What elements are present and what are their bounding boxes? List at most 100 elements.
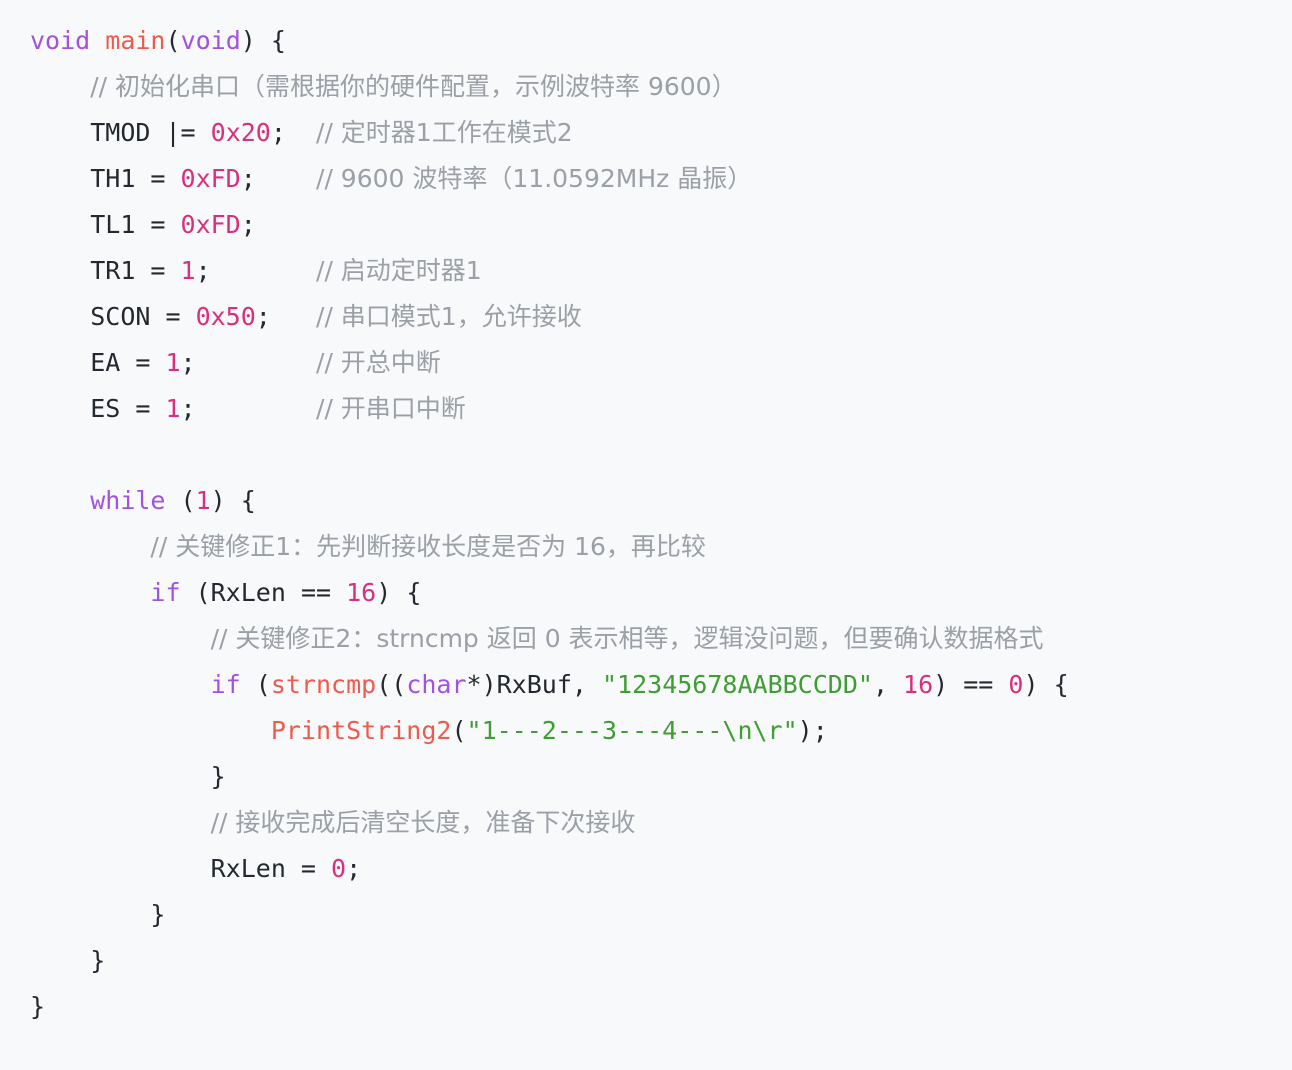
code-token-num: 0 <box>331 854 347 883</box>
code-token-pln: RxLen = <box>210 854 332 883</box>
code-line: PrintString2("1---2---3---4---\n\r"); <box>0 708 1292 754</box>
code-token-cmt: // 9600 波特率（11.0592MHz 晶振） <box>316 164 753 193</box>
code-token-pln: ) { <box>240 26 286 55</box>
code-token-pln: ) { <box>210 486 256 515</box>
indent <box>30 164 90 193</box>
code-token-pln: TL1 = <box>90 210 181 239</box>
indent <box>30 486 90 515</box>
code-line: // 关键修正1：先判断接收长度是否为 16，再比较 <box>0 524 1292 570</box>
code-token-pln: } <box>30 992 46 1021</box>
code-token-pln: ; <box>195 256 317 285</box>
indent <box>30 72 90 101</box>
code-token-kw: void <box>180 26 241 55</box>
code-token-pln: ; <box>180 394 317 423</box>
code-line: RxLen = 0; <box>0 846 1292 892</box>
code-token-pln: ; <box>255 302 317 331</box>
code-token-num: 1 <box>165 348 181 377</box>
code-token-kw: char <box>406 670 467 699</box>
code-line: if (RxLen == 16) { <box>0 570 1292 616</box>
code-token-pln: ( <box>165 26 181 55</box>
code-token-num: 0 <box>1008 670 1024 699</box>
code-token-cmt: // 开串口中断 <box>316 394 466 423</box>
code-token-pln: TMOD |= <box>90 118 211 147</box>
code-token-pln: ) { <box>1023 670 1069 699</box>
code-line <box>0 432 1292 478</box>
indent <box>30 210 90 239</box>
indent <box>30 900 150 929</box>
code-line: while (1) { <box>0 478 1292 524</box>
code-line: TL1 = 0xFD; <box>0 202 1292 248</box>
code-line: SCON = 0x50; // 串口模式1，允许接收 <box>0 294 1292 340</box>
code-token-pln: } <box>150 900 166 929</box>
code-token-fn: main <box>105 26 166 55</box>
code-token-num: 0x50 <box>195 302 256 331</box>
code-token-num: 16 <box>903 670 934 699</box>
indent <box>30 302 90 331</box>
code-token-pln: ( <box>451 716 467 745</box>
indent <box>30 118 90 147</box>
indent <box>30 854 211 883</box>
code-token-pln: *)RxBuf, <box>466 670 602 699</box>
code-line: } <box>0 754 1292 800</box>
code-token-pln: ES = <box>90 394 166 423</box>
code-token-pln: , <box>872 670 904 699</box>
code-line: // 初始化串口（需根据你的硬件配置，示例波特率 9600） <box>0 64 1292 110</box>
code-token-cmt: // 开总中断 <box>316 348 441 377</box>
code-token-cmt: // 关键修正1：先判断接收长度是否为 16，再比较 <box>150 532 706 561</box>
code-token-cmt: // 关键修正2：strncmp 返回 0 表示相等，逻辑没问题，但要确认数据格… <box>210 624 1044 653</box>
code-line: TR1 = 1; // 启动定时器1 <box>0 248 1292 294</box>
code-token-pln: } <box>210 762 226 791</box>
code-token-fn: PrintString2 <box>270 716 452 745</box>
indent <box>30 946 90 975</box>
code-token-pln: TH1 = <box>90 164 181 193</box>
code-token-cmt: // 定时器1工作在模式2 <box>316 118 573 147</box>
code-line: } <box>0 984 1292 1030</box>
indent <box>30 256 90 285</box>
indent <box>30 624 211 653</box>
indent <box>30 762 211 791</box>
code-token-num: 0xFD <box>180 164 241 193</box>
code-line: TMOD |= 0x20; // 定时器1工作在模式2 <box>0 110 1292 156</box>
code-token-num: 1 <box>180 256 196 285</box>
code-token-pln: } <box>90 946 106 975</box>
code-token-cmt: // 初始化串口（需根据你的硬件配置，示例波特率 9600） <box>90 72 737 101</box>
indent <box>30 348 90 377</box>
code-token-pln: (( <box>376 670 407 699</box>
indent <box>30 716 271 745</box>
code-line: EA = 1; // 开总中断 <box>0 340 1292 386</box>
code-token-pln: EA = <box>90 348 166 377</box>
code-token-cmt: // 串口模式1，允许接收 <box>316 302 582 331</box>
code-line: } <box>0 892 1292 938</box>
code-line: } <box>0 938 1292 984</box>
code-token-pln: ; <box>240 210 256 239</box>
code-token-kw: while <box>90 486 166 515</box>
code-token-str: "1---2---3---4---\n\r" <box>466 716 798 745</box>
code-token-cmt: // 启动定时器1 <box>316 256 482 285</box>
code-token-kw: if <box>210 670 241 699</box>
code-token-str: "12345678AABBCCDD" <box>602 670 873 699</box>
code-token-pln: (RxLen == <box>180 578 347 607</box>
code-token-kw: if <box>150 578 181 607</box>
code-line: // 关键修正2：strncmp 返回 0 表示相等，逻辑没问题，但要确认数据格… <box>0 616 1292 662</box>
code-line: ES = 1; // 开串口中断 <box>0 386 1292 432</box>
code-token-pln: ; <box>180 348 317 377</box>
code-token-pln: ( <box>165 486 196 515</box>
code-token-kw: void <box>30 26 91 55</box>
code-line: // 接收完成后清空长度，准备下次接收 <box>0 800 1292 846</box>
code-token-cmt: // 接收完成后清空长度，准备下次接收 <box>210 808 636 837</box>
indent <box>30 394 90 423</box>
code-token-num: 0x20 <box>210 118 271 147</box>
code-line: void main(void) { <box>0 18 1292 64</box>
code-token-num: 0xFD <box>180 210 241 239</box>
indent <box>30 808 211 837</box>
code-token-fn: strncmp <box>270 670 377 699</box>
code-line: TH1 = 0xFD; // 9600 波特率（11.0592MHz 晶振） <box>0 156 1292 202</box>
code-token-pln: SCON = <box>90 302 196 331</box>
code-token-pln: ( <box>240 670 271 699</box>
code-token-pln: ) { <box>376 578 422 607</box>
code-token-pln <box>90 26 105 55</box>
code-token-num: 1 <box>165 394 181 423</box>
code-token-pln: ; <box>270 118 317 147</box>
code-token-pln: ; <box>346 854 362 883</box>
